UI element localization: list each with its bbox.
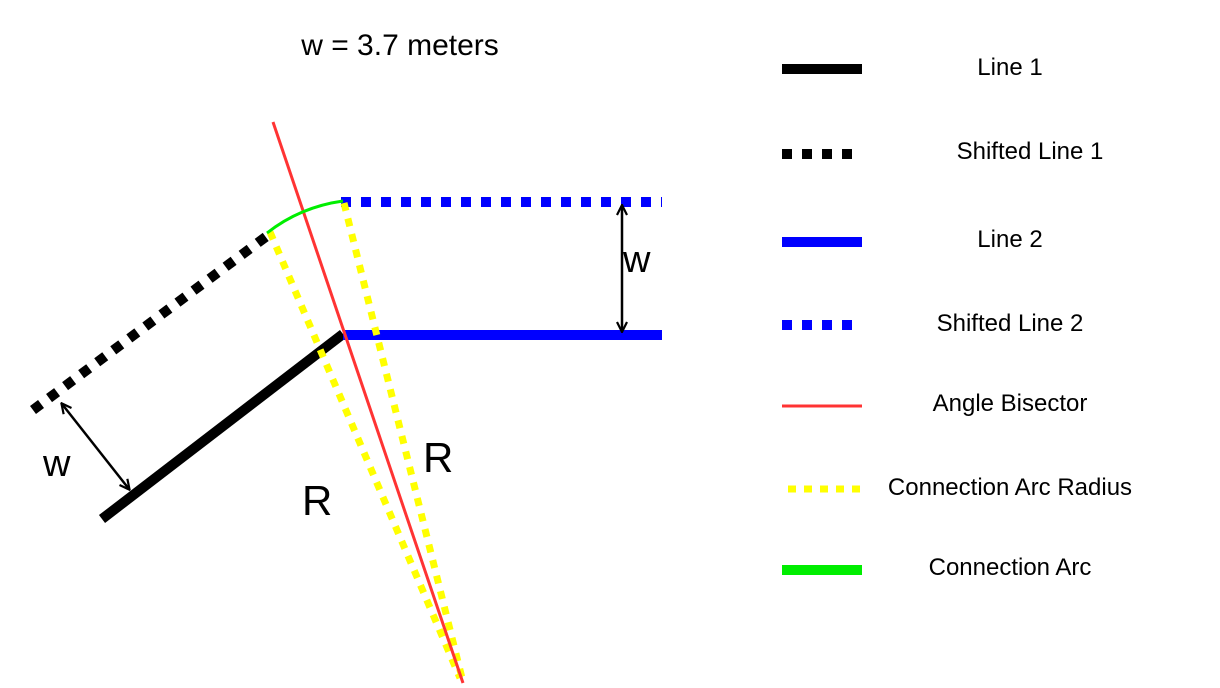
legend-item-line-2: Line 2 [782, 226, 1043, 253]
connection-arc [266, 199, 344, 235]
legend-item-connection-arc-radius: Connection Arc Radius [788, 474, 1132, 501]
connection-arc-radius-left [266, 230, 464, 680]
legend-item-shifted-line-1: Shifted Line 1 [782, 138, 1103, 165]
legend-item-line-1: Line 1 [782, 54, 1043, 81]
legend-label-shifted-line-2: Shifted Line 2 [937, 310, 1084, 337]
connection-arc-radius-right [340, 202, 466, 679]
legend-label-line-2: Line 2 [977, 226, 1042, 253]
legend-label-connection-arc-radius: Connection Arc Radius [888, 474, 1132, 501]
radius-label-right: R [423, 434, 453, 481]
shifted-line-1 [30, 228, 274, 415]
width-label-right: w [622, 239, 651, 281]
legend-label-angle-bisector: Angle Bisector [933, 390, 1088, 417]
legend-item-connection-arc: Connection Arc [782, 554, 1091, 581]
legend-item-angle-bisector: Angle Bisector [782, 390, 1087, 417]
legend-item-shifted-line-2: Shifted Line 2 [782, 310, 1083, 337]
line-1 [98, 330, 347, 523]
legend-label-connection-arc: Connection Arc [929, 554, 1092, 581]
legend: Line 1 Shifted Line 1 Line 2 Shifted Lin… [782, 54, 1132, 581]
legend-label-shifted-line-1: Shifted Line 1 [957, 138, 1104, 165]
width-label-left: w [42, 443, 71, 485]
width-arrow-left [62, 404, 129, 489]
radius-label-left: R [302, 477, 332, 524]
diagram-title: w = 3.7 meters [300, 29, 499, 62]
legend-label-line-1: Line 1 [977, 54, 1042, 81]
angle-bisector [271, 121, 465, 684]
